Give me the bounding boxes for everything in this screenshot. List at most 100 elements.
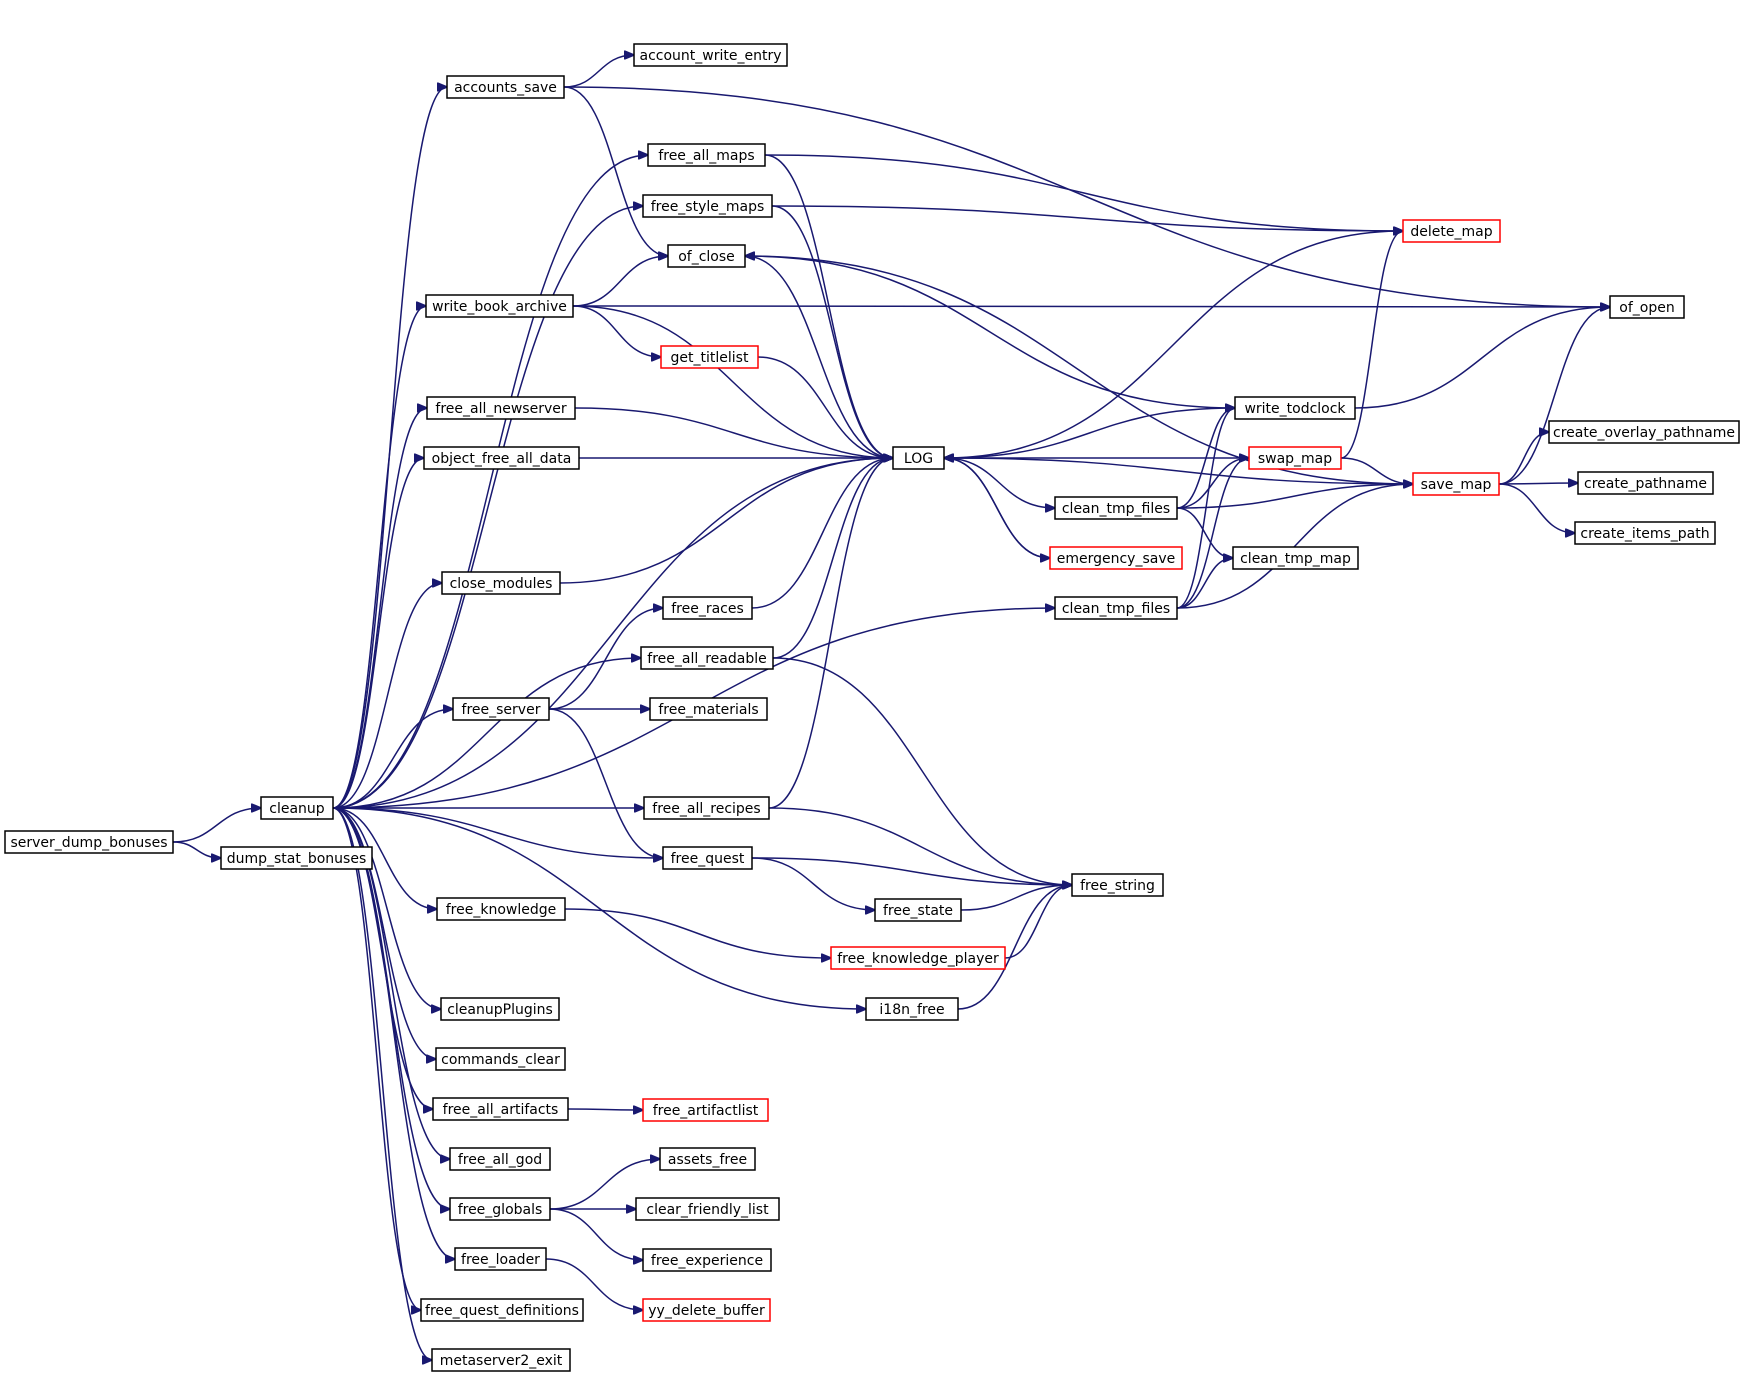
node-box-free_quest[interactable] xyxy=(662,846,753,870)
node-i18n_free[interactable]: i18n_free xyxy=(865,997,959,1021)
node-LOG[interactable]: LOG xyxy=(892,446,945,470)
node-box-swap_map[interactable] xyxy=(1248,446,1342,470)
node-box-clean_tmp_files_b[interactable] xyxy=(1054,596,1178,620)
node-free_server[interactable]: free_server xyxy=(452,697,550,721)
node-cleanup[interactable]: cleanup xyxy=(260,796,334,820)
node-server_dump_bonuses[interactable]: server_dump_bonuses xyxy=(4,830,174,854)
node-box-free_artifactlist[interactable] xyxy=(642,1098,769,1122)
node-free_string[interactable]: free_string xyxy=(1071,873,1164,897)
node-free_materials[interactable]: free_materials xyxy=(649,697,768,721)
node-box-create_items_path[interactable] xyxy=(1574,521,1716,545)
node-free_all_artifacts[interactable]: free_all_artifacts xyxy=(432,1097,569,1121)
node-yy_delete_buffer[interactable]: yy_delete_buffer xyxy=(642,1298,771,1322)
node-box-free_string[interactable] xyxy=(1071,873,1164,897)
node-box-of_close[interactable] xyxy=(667,244,746,268)
node-box-dump_stat_bonuses[interactable] xyxy=(220,846,373,870)
node-clean_tmp_map[interactable]: clean_tmp_map xyxy=(1232,546,1359,570)
node-box-create_pathname[interactable] xyxy=(1577,471,1714,495)
node-emergency_save[interactable]: emergency_save xyxy=(1049,546,1183,570)
node-cleanupPlugins[interactable]: cleanupPlugins xyxy=(440,997,560,1021)
node-box-free_globals[interactable] xyxy=(449,1197,551,1221)
node-box-free_knowledge_player[interactable] xyxy=(830,946,1006,970)
node-get_titlelist[interactable]: get_titlelist xyxy=(660,345,759,369)
node-free_knowledge_player[interactable]: free_knowledge_player xyxy=(830,946,1006,970)
node-save_map[interactable]: save_map xyxy=(1412,472,1500,496)
node-swap_map[interactable]: swap_map xyxy=(1248,446,1342,470)
node-free_quest[interactable]: free_quest xyxy=(662,846,753,870)
node-of_close[interactable]: of_close xyxy=(667,244,746,268)
node-box-free_all_artifacts[interactable] xyxy=(432,1097,569,1121)
node-metaserver2_exit[interactable]: metaserver2_exit xyxy=(431,1348,571,1372)
node-box-create_overlay_pathname[interactable] xyxy=(1548,420,1740,444)
node-accounts_save[interactable]: accounts_save xyxy=(446,75,565,99)
node-box-accounts_save[interactable] xyxy=(446,75,565,99)
node-free_all_newserver[interactable]: free_all_newserver xyxy=(426,396,576,420)
node-box-free_all_maps[interactable] xyxy=(647,143,766,167)
node-delete_map[interactable]: delete_map xyxy=(1402,219,1501,243)
node-clear_friendly_list[interactable]: clear_friendly_list xyxy=(635,1197,780,1221)
node-box-metaserver2_exit[interactable] xyxy=(431,1348,571,1372)
node-box-i18n_free[interactable] xyxy=(865,997,959,1021)
node-free_knowledge[interactable]: free_knowledge xyxy=(436,897,566,921)
node-box-free_all_newserver[interactable] xyxy=(426,396,576,420)
node-box-LOG[interactable] xyxy=(892,446,945,470)
node-box-free_style_maps[interactable] xyxy=(642,194,773,218)
node-free_all_recipes[interactable]: free_all_recipes xyxy=(643,796,770,820)
node-write_todclock[interactable]: write_todclock xyxy=(1234,396,1356,420)
node-create_pathname[interactable]: create_pathname xyxy=(1577,471,1714,495)
node-box-free_all_readable[interactable] xyxy=(640,646,774,670)
node-free_state[interactable]: free_state xyxy=(874,898,962,922)
node-close_modules[interactable]: close_modules xyxy=(441,571,561,595)
node-clean_tmp_files_b[interactable]: clean_tmp_files xyxy=(1054,596,1178,620)
node-free_races[interactable]: free_races xyxy=(662,596,753,620)
node-box-free_quest_definitions[interactable] xyxy=(420,1298,584,1322)
node-box-cleanupPlugins[interactable] xyxy=(440,997,560,1021)
node-box-get_titlelist[interactable] xyxy=(660,345,759,369)
node-box-free_races[interactable] xyxy=(662,596,753,620)
node-commands_clear[interactable]: commands_clear xyxy=(435,1047,566,1071)
node-free_all_maps[interactable]: free_all_maps xyxy=(647,143,766,167)
node-free_globals[interactable]: free_globals xyxy=(449,1197,551,1221)
node-free_all_god[interactable]: free_all_god xyxy=(449,1147,551,1171)
node-object_free_all_data[interactable]: object_free_all_data xyxy=(423,446,580,470)
node-box-free_all_recipes[interactable] xyxy=(643,796,770,820)
node-box-server_dump_bonuses[interactable] xyxy=(4,830,174,854)
node-box-free_all_god[interactable] xyxy=(449,1147,551,1171)
node-box-free_loader[interactable] xyxy=(454,1247,547,1271)
node-box-emergency_save[interactable] xyxy=(1049,546,1183,570)
node-free_loader[interactable]: free_loader xyxy=(454,1247,547,1271)
node-box-of_open[interactable] xyxy=(1609,295,1685,319)
node-create_overlay_pathname[interactable]: create_overlay_pathname xyxy=(1548,420,1740,444)
node-free_quest_definitions[interactable]: free_quest_definitions xyxy=(420,1298,584,1322)
node-box-free_state[interactable] xyxy=(874,898,962,922)
node-box-free_knowledge[interactable] xyxy=(436,897,566,921)
node-box-assets_free[interactable] xyxy=(659,1147,756,1171)
node-box-close_modules[interactable] xyxy=(441,571,561,595)
node-box-write_todclock[interactable] xyxy=(1234,396,1356,420)
node-free_artifactlist[interactable]: free_artifactlist xyxy=(642,1098,769,1122)
node-box-cleanup[interactable] xyxy=(260,796,334,820)
node-of_open[interactable]: of_open xyxy=(1609,295,1685,319)
node-dump_stat_bonuses[interactable]: dump_stat_bonuses xyxy=(220,846,373,870)
node-box-free_experience[interactable] xyxy=(642,1248,772,1272)
node-free_style_maps[interactable]: free_style_maps xyxy=(642,194,773,218)
node-clean_tmp_files_a[interactable]: clean_tmp_files xyxy=(1054,496,1178,520)
node-box-clean_tmp_map[interactable] xyxy=(1232,546,1359,570)
node-box-object_free_all_data[interactable] xyxy=(423,446,580,470)
node-free_all_readable[interactable]: free_all_readable xyxy=(640,646,774,670)
node-box-save_map[interactable] xyxy=(1412,472,1500,496)
node-box-commands_clear[interactable] xyxy=(435,1047,566,1071)
node-write_book_archive[interactable]: write_book_archive xyxy=(425,294,574,318)
node-box-clean_tmp_files_a[interactable] xyxy=(1054,496,1178,520)
node-box-free_server[interactable] xyxy=(452,697,550,721)
node-box-write_book_archive[interactable] xyxy=(425,294,574,318)
node-assets_free[interactable]: assets_free xyxy=(659,1147,756,1171)
node-free_experience[interactable]: free_experience xyxy=(642,1248,772,1272)
node-box-clear_friendly_list[interactable] xyxy=(635,1197,780,1221)
node-box-yy_delete_buffer[interactable] xyxy=(642,1298,771,1322)
node-account_write_entry[interactable]: account_write_entry xyxy=(633,43,788,67)
node-box-delete_map[interactable] xyxy=(1402,219,1501,243)
node-box-account_write_entry[interactable] xyxy=(633,43,788,67)
node-create_items_path[interactable]: create_items_path xyxy=(1574,521,1716,545)
node-box-free_materials[interactable] xyxy=(649,697,768,721)
